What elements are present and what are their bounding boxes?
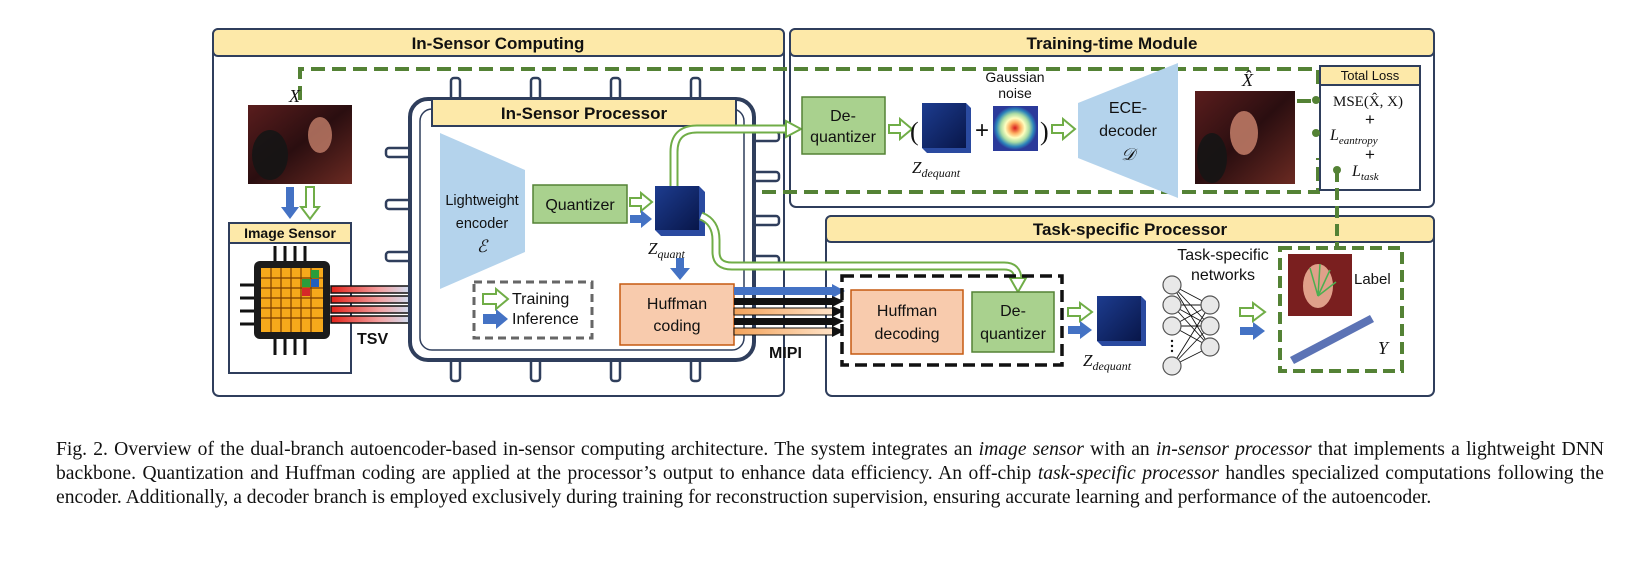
image-sensor-block: Image Sensor <box>228 222 352 374</box>
huffman-coding-line2: coding <box>653 318 700 335</box>
loss-task-term: Ltask <box>1351 163 1380 183</box>
loss-entropy-term: Leantropy <box>1329 127 1378 147</box>
task-specific-processor-title: Task-specific Processor <box>1033 220 1228 239</box>
input-image: X <box>248 86 352 184</box>
in-sensor-computing-title: In-Sensor Computing <box>412 34 585 53</box>
close-paren: ) <box>1040 117 1049 146</box>
huffman-decoding-block: Huffman decoding <box>850 289 964 355</box>
huffman-coding-block: Huffman coding <box>619 283 735 346</box>
caption-emphasis-image-sensor: image sensor <box>978 439 1084 460</box>
tsv-label: TSV <box>357 331 388 348</box>
loss-mse-term: MSE(X̂, X) <box>1333 93 1403 110</box>
caption-emphasis-task-specific-processor: task-specific processor <box>1037 463 1219 484</box>
encoder-label-line1: Lightweight <box>445 193 518 209</box>
task-z-dequant-symbol: Zdequant <box>1083 351 1132 373</box>
task-dequantizer-line1: De- <box>1000 303 1026 320</box>
training-dequantizer-line2: quantizer <box>810 129 876 146</box>
legend-training-label: Training <box>512 291 569 308</box>
mipi-label: MIPI <box>769 345 802 362</box>
training-dequantizer-line1: De- <box>830 108 856 125</box>
total-loss-title: Total Loss <box>1341 68 1400 83</box>
caption-mid-1: with an <box>1083 439 1156 460</box>
zquant-to-training-dequantizer-arrow <box>669 119 804 186</box>
reconstructed-image: X̂ <box>1195 70 1295 184</box>
z-quant-symbol: Zquant <box>648 239 685 261</box>
caption-suffix: handles specialized computations followi… <box>56 463 1604 508</box>
quantizer-label: Quantizer <box>545 197 615 214</box>
figure-caption: Fig. 2. Overview of the dual-branch auto… <box>56 438 1604 510</box>
gaussian-noise-line1: Gaussian <box>985 69 1044 85</box>
ece-decoder: ECE- decoder 𝒟 <box>1078 63 1178 198</box>
gaussian-noise-line2: noise <box>998 85 1032 101</box>
training-z-dequant-symbol: Zdequant <box>912 158 961 180</box>
zquant-to-huffman-arrow <box>670 258 690 280</box>
label-text: Label <box>1354 271 1391 288</box>
z-quant-feature: Zquant <box>648 186 705 261</box>
decoder-symbol: 𝒟 <box>1121 145 1138 164</box>
total-loss-box: Total Loss MSE(X̂, X) + Leantropy + Ltas… <box>1312 65 1421 191</box>
task-networks-line1: Task-specific <box>1177 247 1269 264</box>
caption-mid-2: that implements a lightweight DNN backbo… <box>56 439 1605 484</box>
task-dequantizer-block: De- quantizer <box>971 291 1055 353</box>
loss-plus-1: + <box>1365 110 1375 129</box>
plus-sign: + <box>975 117 989 144</box>
task-dequantizer-line2: quantizer <box>980 326 1046 343</box>
dequantizer-to-zdequant-task-arrows <box>1067 301 1094 339</box>
huffman-decoding-line1: Huffman <box>877 303 937 320</box>
loss-plus-2: + <box>1365 145 1375 164</box>
gaussian-noise: Gaussian noise <box>985 69 1045 151</box>
task-loss-dashed-link <box>1333 166 1341 248</box>
input-x-symbol: X <box>288 86 301 106</box>
caption-prefix: Fig. 2. Overview of the dual-branch auto… <box>56 439 979 460</box>
task-output-box: Label Y <box>1278 246 1404 373</box>
huffman-coding-line1: Huffman <box>647 296 707 313</box>
reconstructed-x-hat-symbol: X̂ <box>1241 70 1254 90</box>
open-paren: ( <box>910 117 919 146</box>
mipi-bus: MIPI <box>733 284 845 362</box>
quantizer-to-zquant-arrows <box>629 190 654 228</box>
image-to-sensor-arrows <box>281 186 321 221</box>
task-specific-networks: Task-specific networks <box>1162 247 1269 376</box>
decoder-label-line2: decoder <box>1099 123 1157 140</box>
arrow-legend: Training Inference <box>472 280 594 340</box>
task-z-dequant-feature: Zdequant <box>1083 296 1146 373</box>
lightweight-encoder: Lightweight encoder ℰ <box>440 133 525 289</box>
output-y-symbol: Y <box>1378 338 1390 358</box>
tsv-bus: TSV <box>330 285 412 348</box>
training-loop-dashed-path <box>298 67 1320 194</box>
training-time-module-title: Training-time Module <box>1027 34 1198 53</box>
image-sensor-title: Image Sensor <box>244 225 336 241</box>
caption-emphasis-in-sensor-processor: in-sensor processor <box>1155 439 1312 460</box>
decoder-label-line1: ECE- <box>1109 100 1147 117</box>
huffman-decoding-line2: decoding <box>875 326 940 343</box>
training-z-dequant-feature: Zdequant <box>912 103 971 180</box>
encoder-symbol: ℰ <box>477 237 489 256</box>
training-dequantizer-block: De- quantizer <box>801 96 886 155</box>
decoding-dashed-group <box>840 274 1064 367</box>
legend-inference-label: Inference <box>512 311 579 328</box>
in-sensor-processor-title: In-Sensor Processor <box>501 104 668 123</box>
architecture-diagram: In-Sensor Computing Training-time Module… <box>212 28 1435 397</box>
noise-to-decoder-arrow <box>1051 116 1077 142</box>
encoder-label-line2: encoder <box>456 216 509 232</box>
quantizer-block: Quantizer <box>532 184 628 224</box>
dequantizer-to-zdequant-arrow <box>888 116 914 142</box>
zquant-to-task-dequantizer-arrow <box>699 211 1028 295</box>
task-networks-line2: networks <box>1191 267 1255 284</box>
network-to-output-arrows <box>1239 301 1267 340</box>
